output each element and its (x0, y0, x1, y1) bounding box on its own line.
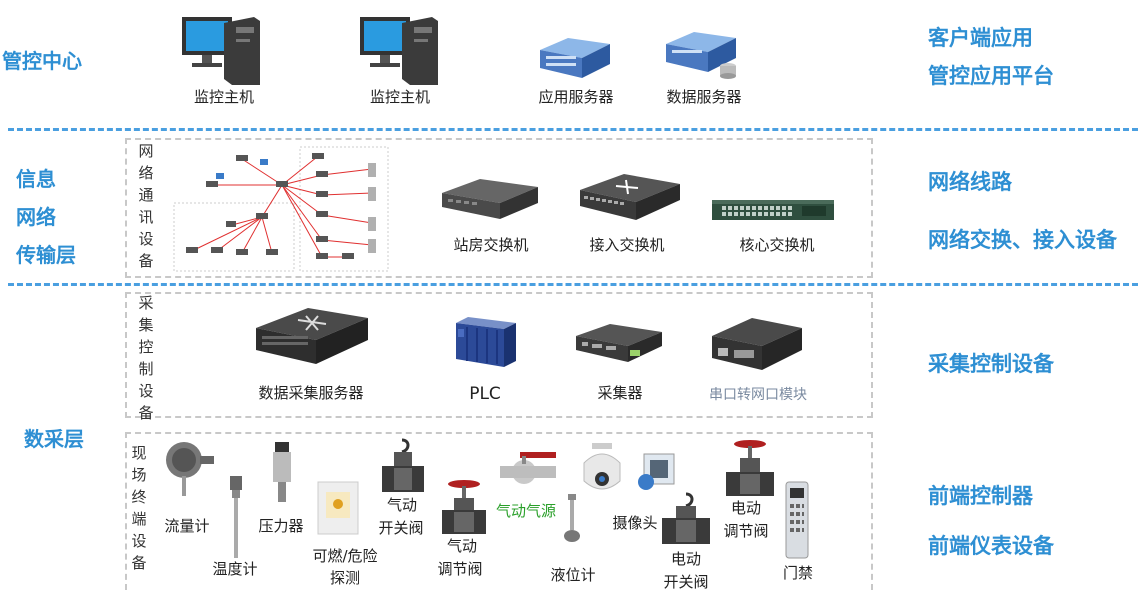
layer-title-network: 信息 网络 传输层 (16, 160, 96, 274)
separator-middle (8, 283, 1138, 286)
right-label-platform: 管控应用平台 (928, 64, 1054, 88)
access-control-label: 门禁 (782, 564, 813, 582)
right-label-client-app: 客户端应用 (928, 26, 1033, 50)
layer-title-network-line-3: 传输层 (16, 243, 76, 267)
right-label-acquisition-control: 采集控制设备 (928, 352, 1054, 376)
computer-icon (360, 17, 438, 85)
air-source-valve-icon (500, 452, 556, 484)
serial-module-icon (712, 318, 802, 370)
electric-control-valve-label-1: 电动 (730, 499, 761, 517)
gas-detector-label-1: 可燃/危险 (312, 547, 378, 565)
serial-module-label: 串口转网口模块 (709, 387, 807, 403)
air-source-label: 气动气源 (495, 502, 556, 520)
flow-meter-label: 流量计 (164, 517, 210, 535)
gas-detector-label-2: 探测 (329, 569, 360, 587)
pneumatic-switch-valve-label-1: 气动 (386, 496, 417, 514)
network-topology-diagram (173, 146, 389, 272)
network-device-box (125, 138, 873, 278)
right-label-front-controller: 前端控制器 (928, 484, 1033, 508)
data-server-label: 数据服务器 (666, 88, 742, 106)
pneumatic-control-valve-label-1: 气动 (446, 537, 477, 555)
gas-detector-icon (317, 481, 359, 535)
collector-icon (576, 324, 662, 362)
electric-switch-valve-icon (662, 492, 710, 544)
flow-meter-icon (166, 442, 214, 496)
app-server-label: 应用服务器 (538, 88, 614, 106)
level-meter-label: 液位计 (550, 566, 596, 584)
camera-label: 摄像头 (612, 514, 658, 532)
acquisition-box-label: 采集控制设备 (138, 294, 154, 422)
layer-title-data-acquisition: 数采层 (24, 427, 84, 451)
separator-top (8, 128, 1138, 131)
camera-box-icon (638, 453, 675, 490)
station-switch-icon (442, 179, 538, 219)
level-meter-icon (564, 494, 580, 542)
acquisition-device-box (125, 292, 873, 418)
acquisition-server-icon (256, 308, 368, 364)
field-device-box (125, 432, 873, 590)
right-label-front-instrument: 前端仪表设备 (928, 534, 1054, 558)
access-switch-label: 接入交换机 (589, 236, 665, 254)
electric-control-valve-icon (726, 440, 774, 496)
collector-label: 采集器 (597, 384, 643, 402)
station-switch-label: 站房交换机 (453, 236, 529, 254)
layer-title-network-line-1: 信息 (16, 167, 56, 191)
electric-switch-valve-label-1: 电动 (670, 550, 701, 568)
field-box-label: 现场终端设备 (131, 444, 147, 572)
right-label-network-lines: 网络线路 (928, 170, 1012, 194)
layer-title-control-center: 管控中心 (2, 49, 82, 73)
right-label-network-devices: 网络交换、接入设备 (928, 228, 1117, 252)
layer-title-network-line-2: 网络 (16, 205, 56, 229)
monitor-host-2-label: 监控主机 (369, 88, 430, 106)
pressure-meter-label: 压力器 (258, 517, 304, 535)
access-switch-icon (580, 174, 680, 220)
pneumatic-switch-valve-icon (382, 438, 424, 492)
computer-icon (182, 17, 260, 85)
pneumatic-control-valve-label-2: 调节阀 (437, 560, 483, 578)
network-box-label: 网络通讯设备 (138, 142, 154, 270)
pneumatic-switch-valve-label-2: 开关阀 (378, 519, 424, 537)
database-server-icon (666, 32, 736, 79)
core-switch-label: 核心交换机 (739, 236, 815, 254)
thermometer-label: 温度计 (212, 560, 258, 578)
access-control-icon (785, 481, 809, 559)
thermometer-icon (230, 476, 242, 558)
electric-control-valve-label-2: 调节阀 (723, 522, 769, 540)
monitor-host-1-label: 监控主机 (193, 88, 254, 106)
plc-icon (456, 317, 516, 367)
core-switch-icon (712, 200, 834, 220)
electric-switch-valve-label-2: 开关阀 (663, 573, 709, 591)
acquisition-server-label: 数据采集服务器 (258, 384, 364, 402)
plc-label: PLC (469, 384, 501, 404)
pressure-meter-icon (273, 442, 291, 502)
pneumatic-control-valve-icon (442, 480, 486, 534)
camera-icon (583, 443, 621, 490)
server-icon (540, 38, 610, 78)
